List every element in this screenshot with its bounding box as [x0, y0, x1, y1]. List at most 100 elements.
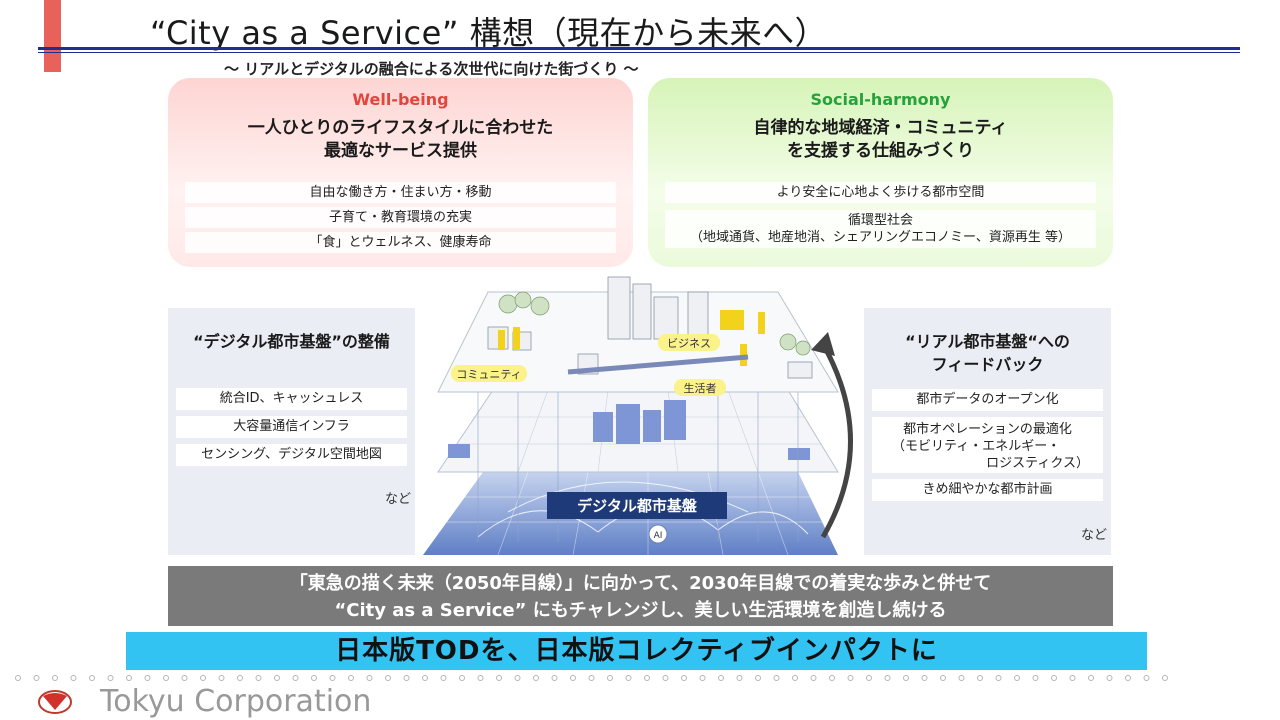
slogan-bar: 日本版TODを、日本版コレクティブインパクトに: [126, 632, 1147, 670]
social-items: より安全に心地よく歩ける都市空間 循環型社会 （地域通貨、地産地消、シェアリング…: [665, 182, 1096, 252]
footer-dot: [1032, 675, 1039, 681]
real-etc: など: [1080, 528, 1107, 543]
footer-dot: [681, 675, 687, 681]
footer-dot: [274, 675, 280, 681]
footer-dot: [459, 675, 465, 681]
message-bar: 「東急の描く未来（2050年目線）」に向かって、2030年目線での着実な歩みと併…: [168, 566, 1113, 626]
footer-dot: [847, 675, 854, 681]
footer-dots: [15, 675, 1168, 681]
footer-dot: [366, 675, 373, 681]
footer-dot: [588, 675, 595, 681]
footer-dot: [181, 675, 188, 681]
footer-dot: [440, 675, 447, 681]
social-item: より安全に心地よく歩ける都市空間: [665, 182, 1096, 203]
footer-dot: [126, 675, 132, 681]
footer-dot: [644, 675, 650, 681]
wellbeing-lead: 一人ひとりのライフスタイルに合わせた 最適なサービス提供: [168, 117, 633, 163]
real-feedback-panel: “リアル都市基盤“への フィードバック 都市データのオープン化 都市オペレーショ…: [864, 308, 1111, 555]
message-line1: 「東急の描く未来（2050年目線）」に向かって、2030年目線での着実な歩みと併…: [289, 573, 992, 594]
footer-dot: [940, 675, 946, 681]
middle-buildings: [448, 400, 810, 460]
real-item: きめ細やかな都市計画: [872, 479, 1103, 501]
footer-dot: [736, 675, 743, 681]
label-resident-bg: [674, 379, 726, 396]
footer-dot: [1014, 675, 1020, 681]
footer-dot: [70, 675, 77, 681]
slide-title: “City as a Service” 構想（現在から未来へ）: [150, 14, 828, 52]
social-item-line: 循環型社会: [847, 213, 913, 228]
real-heading-line1: “リアル都市基盤“への: [905, 332, 1070, 351]
footer-dot: [15, 675, 21, 681]
social-lead-line2: を支援する仕組みづくり: [787, 141, 974, 161]
real-item-line: （モビリティ・エネルギー・: [892, 439, 1061, 454]
social-item-line: （地域通貨、地産地消、シェアリングエコノミー、資源再生 等）: [689, 230, 1071, 245]
tokyu-logo-icon: [38, 690, 72, 714]
footer-dot: [718, 675, 724, 681]
footer-dot: [422, 675, 428, 681]
footer-dot: [348, 675, 354, 681]
social-heading: Social-harmony: [810, 90, 951, 109]
footer-dot: [810, 675, 817, 681]
footer-dot: [496, 675, 502, 681]
footer-dot: [33, 675, 40, 681]
real-item-line: 都市オペレーションの最適化: [903, 422, 1072, 437]
ai-node: [648, 524, 668, 544]
label-platform-bg: [547, 492, 727, 519]
digital-item: センシング、デジタル空間地図: [176, 444, 407, 466]
footer-dot: [755, 675, 761, 681]
footer-dot: [903, 675, 909, 681]
trees: [498, 291, 811, 356]
footer-dot: [1125, 675, 1131, 681]
footer-dot: [403, 675, 410, 681]
social-lead: 自律的な地域経済・コミュニティ を支援する仕組みづくり: [648, 117, 1113, 163]
footer-dot: [607, 675, 613, 681]
footer-dot: [533, 675, 539, 681]
footer-dot: [1143, 675, 1150, 681]
feedback-arrow: [820, 342, 853, 539]
social-harmony-panel: Social-harmony 自律的な地域経済・コミュニティ を支援する仕組みづ…: [648, 78, 1113, 267]
footer-dot: [995, 675, 1002, 681]
real-item-operation: 都市オペレーションの最適化 （モビリティ・エネルギー・ ロジスティクス）: [872, 417, 1103, 473]
footer-dot: [1051, 675, 1057, 681]
real-heading: “リアル都市基盤“への フィードバック: [864, 330, 1111, 376]
social-lead-line1: 自律的な地域経済・コミュニティ: [753, 118, 1008, 138]
arrow-head: [811, 332, 835, 356]
label-ai: AI: [654, 531, 663, 541]
wellbeing-panel: Well-being 一人ひとりのライフスタイルに合わせた 最適なサービス提供 …: [168, 78, 633, 267]
footer-dot: [292, 675, 299, 681]
digital-item: 統合ID、キャッシュレス: [176, 388, 407, 410]
city-illustration: ビジネス コミュニティ 生活者 デジタル都市基盤 AI: [423, 276, 853, 556]
digital-item: 大容量通信インフラ: [176, 416, 407, 438]
title-underline: [38, 47, 1240, 50]
label-resident: 生活者: [684, 381, 717, 395]
slide-subtitle: ～ リアルとデジタルの融合による次世代に向けた街づくり ～: [224, 60, 639, 78]
footer-dot: [773, 675, 780, 681]
digital-items: 統合ID、キャッシュレス 大容量通信インフラ センシング、デジタル空間地図: [176, 388, 407, 472]
wellbeing-lead-line1: 一人ひとりのライフスタイルに合わせた: [247, 118, 554, 138]
digital-etc: など: [384, 492, 411, 507]
message-line2: “City as a Service” にもチャレンジし、美しい生活環境を創造し…: [334, 600, 947, 621]
wellbeing-heading: Well-being: [352, 90, 449, 109]
footer-dot: [329, 675, 336, 681]
footer-dot: [1106, 675, 1113, 681]
footer-dot: [89, 675, 95, 681]
title-underline-thin: [38, 52, 1240, 53]
footer-dot: [52, 675, 58, 681]
footer-dot: [514, 675, 521, 681]
footer-dot: [311, 675, 317, 681]
footer-dot: [1162, 675, 1168, 681]
wellbeing-item: 自由な働き方・住まい方・移動: [185, 182, 616, 203]
footer-dot: [107, 675, 114, 681]
digital-heading: “デジタル都市基盤”の整備: [193, 332, 390, 351]
real-heading-line2: フィードバック: [931, 355, 1044, 374]
footer-dot: [662, 675, 669, 681]
footer-dot: [218, 675, 225, 681]
wellbeing-items: 自由な働き方・住まい方・移動 子育て・教育環境の充実 「食」とウェルネス、健康寿…: [185, 182, 616, 257]
footer-dot: [1088, 675, 1094, 681]
footer-dot: [551, 675, 558, 681]
footer-dot: [958, 675, 965, 681]
wellbeing-item: 「食」とウェルネス、健康寿命: [185, 232, 616, 253]
digital-infra-panel: “デジタル都市基盤”の整備 統合ID、キャッシュレス 大容量通信インフラ センシ…: [168, 308, 415, 555]
company-name: Tokyu Corporation: [100, 684, 372, 719]
real-item: 都市データのオープン化: [872, 389, 1103, 411]
